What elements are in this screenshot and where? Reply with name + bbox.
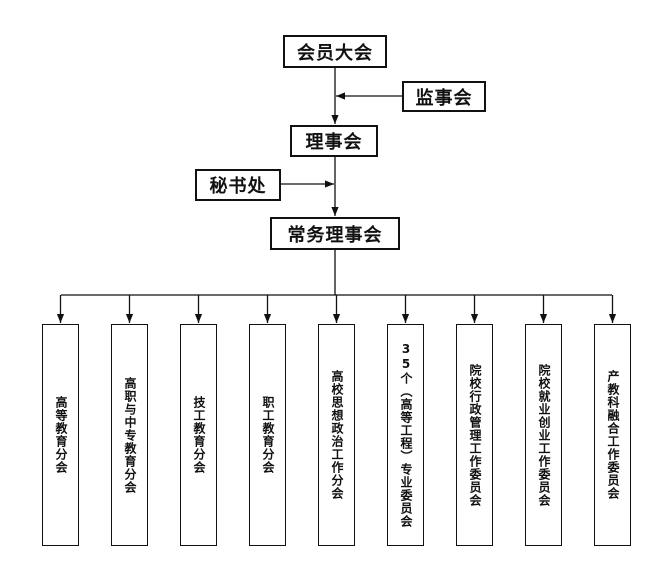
branch-label: 35个（高等工程）专业委员会: [399, 342, 413, 528]
secretariat-label: 秘书处: [209, 176, 267, 197]
council-box: 理事会: [290, 125, 378, 157]
branch-box-technical-education: 技工教育分会: [180, 324, 217, 546]
standing-council-label: 常务理事会: [287, 224, 383, 246]
supervisory-board-label: 监事会: [415, 87, 473, 109]
branch-label: 高等教育分会: [54, 396, 68, 474]
branch-label: 职工教育分会: [261, 396, 275, 474]
branch-label: 产教科融合工作委员会: [606, 370, 620, 500]
branch-box-administration: 院校行政管理工作委员会: [456, 324, 493, 546]
council-label: 理事会: [305, 132, 363, 153]
branch-box-higher-education: 高等教育分会: [42, 324, 79, 546]
standing-council-box: 常务理事会: [270, 217, 400, 250]
branch-box-engineering-committees: 35个（高等工程）专业委员会: [387, 324, 424, 546]
supervisory-board-box: 监事会: [402, 81, 486, 112]
branch-box-vocational-secondary: 高职与中专教育分会: [111, 324, 148, 546]
branch-label: 院校行政管理工作委员会: [468, 363, 482, 507]
branch-label: 高职与中专教育分会: [123, 376, 137, 494]
branch-box-ideological-political: 高校思想政治工作分会: [318, 324, 355, 546]
branch-box-employee-education: 职工教育分会: [249, 324, 286, 546]
branch-box-industry-education-integration: 产教科融合工作委员会: [594, 324, 631, 546]
general-assembly-box: 会员大会: [283, 35, 387, 68]
branch-label: 高校思想政治工作分会: [330, 370, 344, 500]
branch-box-employment-entrepreneurship: 院校就业创业工作委员会: [525, 324, 562, 546]
secretariat-box: 秘书处: [195, 169, 281, 201]
branch-label: 院校就业创业工作委员会: [537, 363, 551, 507]
general-assembly-label: 会员大会: [297, 42, 373, 64]
branch-label: 技工教育分会: [192, 396, 206, 474]
